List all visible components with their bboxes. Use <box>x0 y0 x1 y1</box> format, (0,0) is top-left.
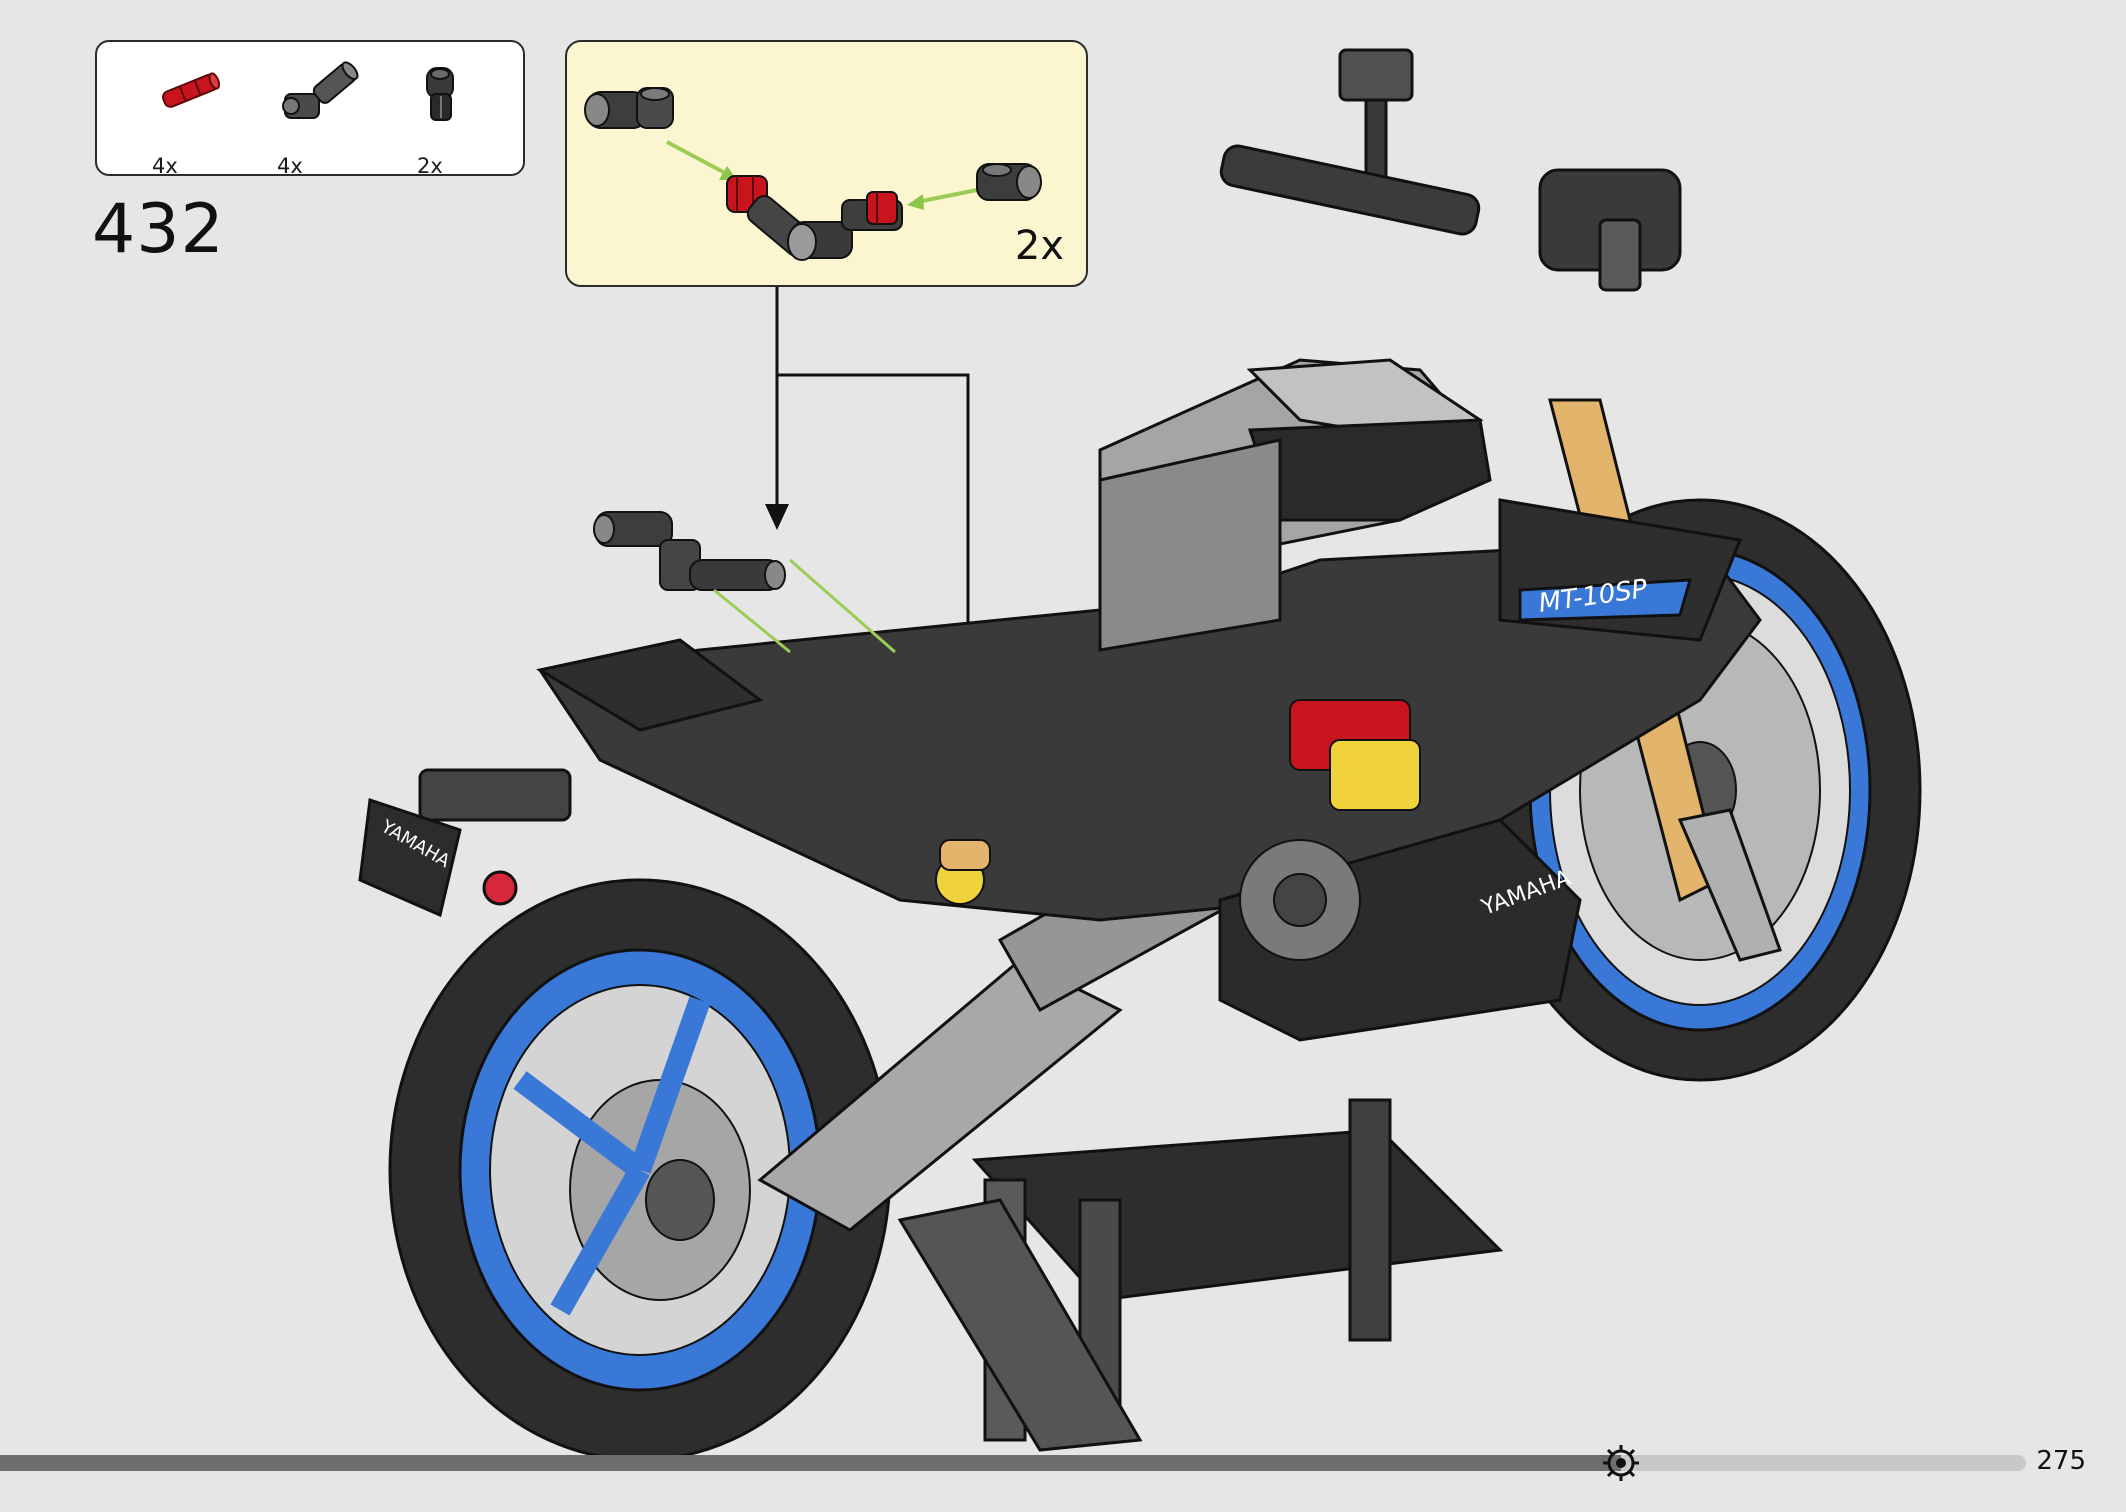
part-red-pin: 4x <box>152 60 262 178</box>
angled-axle-connector-icon <box>282 61 359 119</box>
gear-icon <box>1603 1445 1639 1481</box>
subassembly-box: 2x <box>565 40 1088 287</box>
callout-arrowhead-left <box>765 504 789 530</box>
red-axle-pin-icon <box>161 72 221 108</box>
callout-arrows <box>775 287 970 670</box>
progress-bar <box>0 1455 2026 1471</box>
subassembly-illustration <box>584 87 1042 261</box>
display-stand <box>897 1098 1504 1452</box>
subassembly-multiplier: 2x <box>1014 223 1064 269</box>
step-number: 432 <box>92 190 225 269</box>
part-qty: 2x <box>417 154 443 178</box>
handlebar-assembly <box>1219 48 1682 292</box>
part-pin-connector: 2x <box>417 60 527 178</box>
progress-fill <box>0 1455 1621 1471</box>
parts-list-box: 4x 4x 2x <box>95 40 527 178</box>
tail-assembly <box>358 638 764 918</box>
part-qty: 4x <box>277 154 303 178</box>
subassembly-left-connector <box>584 87 674 129</box>
placed-part-guide <box>593 511 786 591</box>
page-number: 275 <box>2036 1446 2086 1476</box>
rear-wheel <box>388 878 892 1462</box>
pin-connector-icon <box>426 67 454 121</box>
part-qty: 4x <box>152 154 178 178</box>
engine-details <box>935 699 1421 961</box>
part-angled-connector: 4x <box>277 60 387 178</box>
